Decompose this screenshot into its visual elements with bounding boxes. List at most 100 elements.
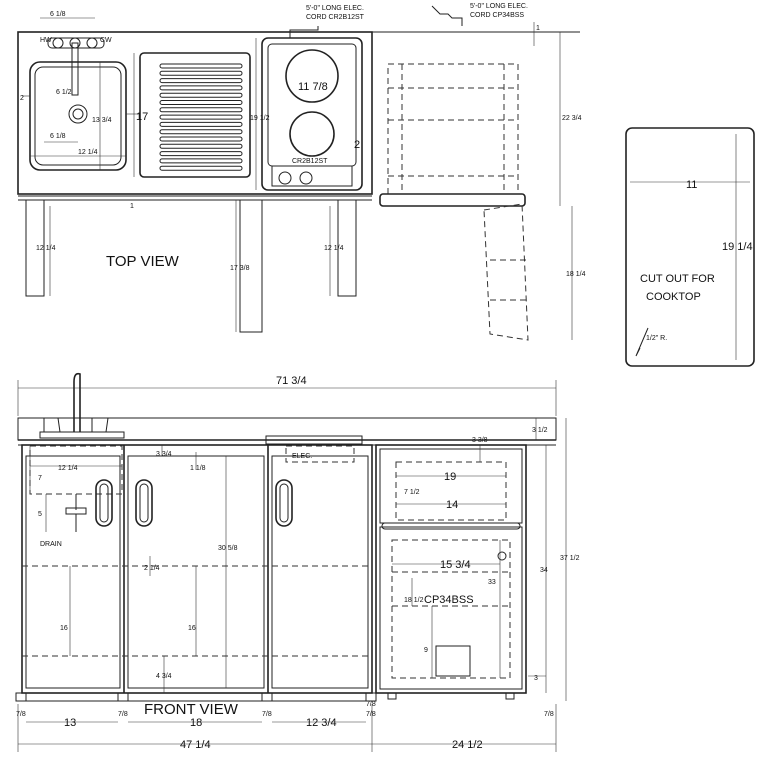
drainboard-rib xyxy=(159,107,243,113)
cord-fridge-line1: 5'-0" LONG ELEC. xyxy=(470,3,528,10)
dim-toe-3: 7/8 xyxy=(262,711,272,718)
dim-crisper: 9 xyxy=(424,647,428,654)
dim-drawer-gap: 3 3/4 xyxy=(156,451,172,458)
drainboard-rib xyxy=(159,100,243,105)
drainboard-rib xyxy=(159,85,243,91)
dim-sink-width: 12 1/4 xyxy=(58,465,78,472)
dim-bowl-width: 12 1/4 xyxy=(78,149,98,156)
dim-bowl-height: 13 3/4 xyxy=(92,117,112,124)
dim-fridge-w: 15 3/4 xyxy=(440,559,471,571)
dim-backsplash: 3 1/2 xyxy=(532,427,548,434)
handle-left xyxy=(95,479,113,527)
dim-bowl-depth: 6 1/2 xyxy=(56,89,72,96)
dim-cabinet-gap: 1 1/8 xyxy=(190,465,206,472)
drainboard-rib xyxy=(159,63,243,69)
front-view xyxy=(15,372,567,752)
leg-3 xyxy=(337,199,357,297)
dim-burner: 11 7/8 xyxy=(298,81,328,93)
top-view-label: TOP VIEW xyxy=(106,253,180,270)
knob-right xyxy=(299,171,313,185)
dim-base-left: 47 1/4 xyxy=(180,739,211,751)
dim-base-gap: 4 3/4 xyxy=(156,673,172,680)
dim-toe-4: 7/8 xyxy=(366,711,376,718)
dim-overall: 71 3/4 xyxy=(276,375,307,387)
dim-toe-1: 7/8 xyxy=(16,711,26,718)
drainboard xyxy=(139,52,251,178)
dim-height-total: 37 1/2 xyxy=(560,555,580,562)
cutout-panel xyxy=(625,127,755,367)
drainboard-rib xyxy=(159,158,243,164)
drainboard-rib xyxy=(159,70,243,76)
dim-w-18: 18 xyxy=(190,717,202,729)
cord-cooktop-line1: 5'-0" LONG ELEC. xyxy=(306,5,364,12)
dim-freezer-h: 7 1/2 xyxy=(404,489,420,496)
cord-cooktop-line2: CORD CR2B12ST xyxy=(306,14,365,21)
fridge-front xyxy=(375,444,527,700)
dim-cab-mid: 16 xyxy=(188,625,196,632)
dim-cooktop-depth: 19 1/2 xyxy=(250,115,270,122)
faucet-top xyxy=(47,37,105,96)
elec-label: ELEC. xyxy=(292,453,312,460)
dim-toe-2: 7/8 xyxy=(118,711,128,718)
drainboard-rib xyxy=(159,121,243,127)
dim-top-gap: 3 3/8 xyxy=(472,437,488,444)
fridge-top xyxy=(379,63,529,341)
cooktop-front xyxy=(265,435,363,445)
dim-leg-right: 12 1/4 xyxy=(324,245,344,252)
cooktop-model-label: CR2B12ST xyxy=(292,158,328,165)
labels: TOP VIEW FRONT VIEW 5'-0" LONG ELEC. COR… xyxy=(16,3,753,751)
knob-left xyxy=(278,171,292,185)
cutout-height: 19 1/4 xyxy=(722,241,753,253)
burner-back xyxy=(285,49,339,103)
drainboard-rib xyxy=(159,129,243,135)
dim-freezer-inner: 14 xyxy=(446,499,458,511)
dim-door-height: 30 5/8 xyxy=(218,545,238,552)
drainboard-rib xyxy=(159,78,243,84)
base-cabinet xyxy=(21,444,373,694)
cooktop xyxy=(261,37,363,191)
burner-front xyxy=(289,111,335,157)
front-view-label: FRONT VIEW xyxy=(144,701,239,718)
handle-right xyxy=(275,479,293,527)
fridge-body xyxy=(375,444,527,694)
top-view xyxy=(17,5,580,341)
drainboard-ribs xyxy=(159,63,243,171)
drainboard-rib xyxy=(159,151,243,157)
dim-leg-left: 12 1/4 xyxy=(36,245,56,252)
cutout-outline xyxy=(625,127,755,367)
dim-cooktop-side: 2 xyxy=(354,139,360,151)
dim-fridge-shelf: 18 1/2 xyxy=(404,597,424,604)
dim-counter-depth: 22 3/4 xyxy=(562,115,582,122)
dim-fridge-h: 33 xyxy=(488,579,496,586)
drainboard-rib xyxy=(159,92,243,98)
leg-2 xyxy=(239,199,263,333)
dim-shelf: 2 1/4 xyxy=(144,565,160,572)
cord-fridge-line2: CORD CP34BSS xyxy=(470,12,524,19)
hw-label: HW xyxy=(40,37,52,44)
dim-leg-mid: 17 3/8 xyxy=(230,265,250,272)
faucet-front xyxy=(39,372,125,439)
drain-hole xyxy=(68,104,88,124)
dim-door-swing: 18 1/4 xyxy=(566,271,586,278)
dim-drainboard: 17 xyxy=(136,111,148,123)
leg-1 xyxy=(25,199,45,297)
fridge-model-label: CP34BSS xyxy=(424,594,474,606)
drainboard-rib xyxy=(159,136,243,142)
cw-label: CW xyxy=(100,37,112,44)
dim-drain-offset: 6 1/8 xyxy=(50,133,66,140)
cutout-title-1: CUT OUT FOR xyxy=(640,273,715,285)
drainboard-rib xyxy=(159,114,243,120)
dim-toe-5: 7/8 xyxy=(544,711,554,718)
dim-back: 1 xyxy=(536,25,540,32)
dim-freezer-w: 19 xyxy=(444,471,456,483)
cutout-radius: 1/2" R. xyxy=(646,335,667,342)
drain-label: DRAIN xyxy=(40,541,62,548)
dim-bowl-left: 2 xyxy=(20,95,24,102)
dim-sink-depth: 7 xyxy=(38,475,42,482)
dim-w-13: 13 xyxy=(64,717,76,729)
dim-kick: 3 xyxy=(534,675,538,682)
drainboard-rib xyxy=(159,143,243,149)
top-counter xyxy=(17,31,373,195)
dim-w-12: 12 3/4 xyxy=(306,717,337,729)
